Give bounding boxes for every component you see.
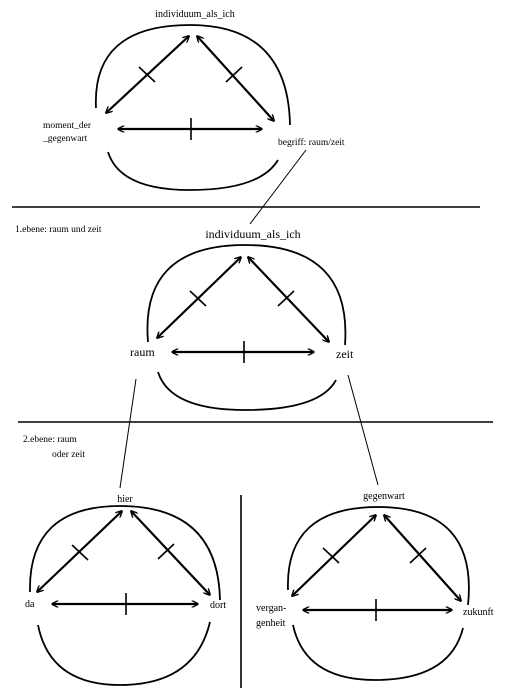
top-lower-arc [107, 151, 279, 191]
top-tick-right [225, 66, 243, 83]
time-apex-label: gegenwart [363, 491, 405, 502]
time-lower-arc [292, 624, 464, 681]
space-left-label: da [25, 599, 35, 610]
level2-label-line1: 2.ebene: raum [23, 435, 77, 445]
top-left-label-line2: _gegenwart [42, 134, 88, 144]
top-apex-label: individuum_als_ich [155, 9, 234, 20]
time-tick-left [322, 547, 340, 564]
level1-label: 1.ebene: raum und zeit [15, 225, 102, 235]
level1-arrow-left-apex [157, 257, 241, 338]
space-tick-left [71, 544, 89, 561]
level1-right-label: zeit [336, 347, 354, 361]
connector-raum-space [119, 378, 137, 489]
time-upper-arc [287, 506, 470, 606]
connector-zeit-time [347, 374, 379, 486]
level1-upper-arc [146, 244, 347, 346]
level1-tick-left [189, 290, 207, 307]
space-apex-label: hier [117, 494, 133, 505]
space-lower-arc [37, 621, 211, 686]
time-tick-right [409, 547, 427, 564]
time-left-label-line2: genheit [256, 618, 286, 629]
time-arrow-right-apex [384, 515, 461, 601]
top-arrow-right-apex [197, 36, 274, 121]
top-triad: individuum_als_ich moment_der _gegenwart… [42, 9, 345, 191]
space-triad: hier da dort [25, 494, 226, 686]
top-right-label: begriff: raum/zeit [278, 137, 345, 148]
space-tick-right [157, 543, 175, 560]
time-right-label: zukunft [463, 607, 494, 618]
level1-apex-label: individuum_als_ich [205, 227, 300, 241]
level1-arrow-right-apex [248, 257, 329, 342]
connector-top-level1 [249, 149, 307, 225]
time-left-label-line1: vergan- [256, 603, 286, 614]
top-left-label-line1: moment_der [43, 121, 92, 131]
time-arrow-left-apex [292, 515, 376, 596]
level1-left-label: raum [130, 345, 155, 359]
space-arrow-right-apex [131, 511, 210, 595]
top-tick-left [138, 66, 156, 83]
level1-tick-right [277, 290, 295, 307]
level1-triad: individuum_als_ich raum zeit [130, 227, 354, 411]
level2-label-line2: oder zeit [52, 450, 85, 460]
space-upper-arc [29, 505, 221, 601]
space-right-label: dort [210, 600, 226, 611]
time-triad: gegenwart vergan- genheit zukunft [256, 491, 494, 681]
level1-lower-arc [157, 371, 337, 411]
top-upper-arc [95, 24, 291, 126]
